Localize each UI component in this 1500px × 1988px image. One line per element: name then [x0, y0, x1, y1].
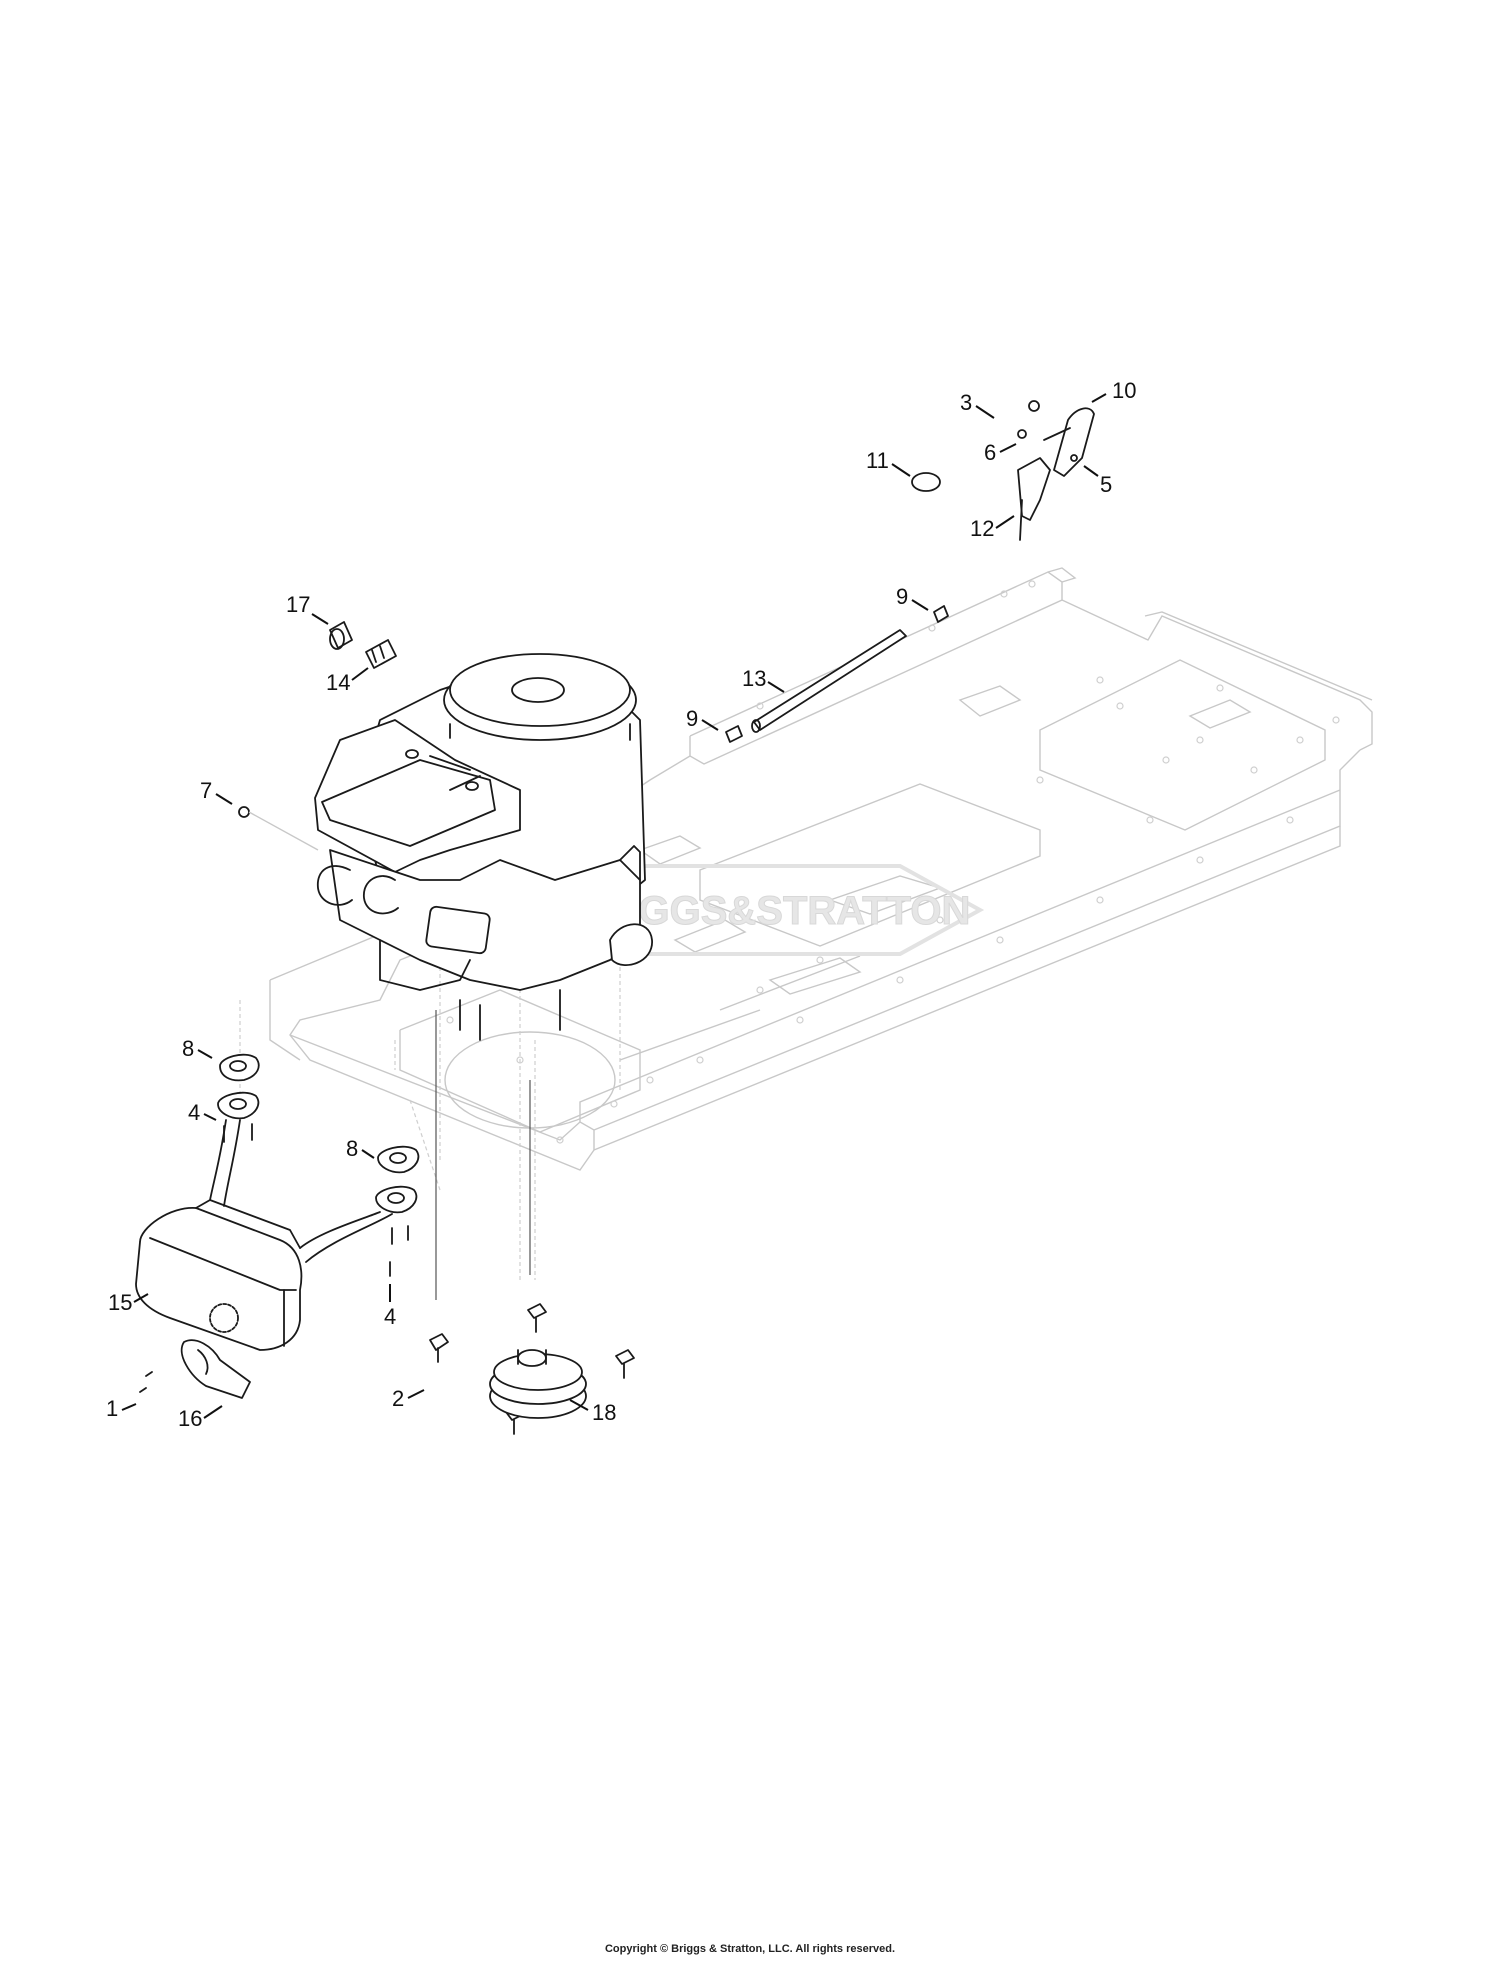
- mounting-axes: [239, 890, 621, 1300]
- callout-9a-label: 9: [686, 706, 698, 731]
- callout-18-label: 18: [592, 1400, 616, 1425]
- callout-2: 2: [392, 1386, 425, 1411]
- callout-17: 17: [286, 592, 329, 625]
- callout-12-label: 12: [970, 516, 994, 541]
- callout-4a-label: 4: [188, 1100, 200, 1125]
- callout-8a: 8: [182, 1036, 213, 1061]
- callout-9b: 9: [896, 584, 929, 611]
- callout-9a: 9: [686, 706, 719, 731]
- callout-15-label: 15: [108, 1290, 132, 1315]
- copyright-notice: Copyright © Briggs & Stratton, LLC. All …: [604, 1943, 896, 1955]
- callout-11-label: 11: [866, 448, 889, 473]
- callouts: 1 2 3 4 4 5 6 7: [106, 378, 1136, 1431]
- callout-8a-label: 8: [182, 1036, 194, 1061]
- callout-10-label: 10: [1112, 378, 1136, 403]
- callout-7: 7: [200, 778, 233, 805]
- small-parts: [238, 605, 949, 851]
- callout-1: 1: [106, 1396, 137, 1421]
- engine: [314, 653, 653, 1041]
- callout-17-label: 17: [286, 592, 310, 617]
- callout-8b: 8: [346, 1136, 375, 1161]
- callout-18: 18: [569, 1399, 616, 1425]
- callout-6: 6: [984, 440, 1017, 465]
- throttle-control: [911, 400, 1095, 541]
- callout-3: 3: [960, 390, 995, 419]
- callout-2-label: 2: [392, 1386, 404, 1411]
- callout-6-label: 6: [984, 440, 996, 465]
- callout-15: 15: [108, 1290, 149, 1315]
- callout-9b-label: 9: [896, 584, 908, 609]
- exhaust-system: [135, 1053, 420, 1399]
- callout-14-label: 14: [326, 670, 350, 695]
- callout-7-label: 7: [200, 778, 212, 803]
- callout-4b: 4: [384, 1284, 396, 1329]
- callout-10: 10: [1091, 378, 1136, 403]
- callout-3-label: 3: [960, 390, 972, 415]
- callout-14: 14: [326, 667, 369, 695]
- callout-5: 5: [1083, 465, 1112, 497]
- callout-13: 13: [742, 666, 785, 693]
- callout-13-label: 13: [742, 666, 766, 691]
- callout-4a: 4: [188, 1100, 217, 1125]
- callout-12: 12: [970, 515, 1015, 541]
- callout-4b-label: 4: [384, 1304, 396, 1329]
- callout-16-label: 16: [178, 1406, 202, 1431]
- callout-1-label: 1: [106, 1396, 118, 1421]
- pulley-and-bolts: [429, 1303, 635, 1435]
- callout-8b-label: 8: [346, 1136, 358, 1161]
- callout-5-label: 5: [1100, 472, 1112, 497]
- callout-11: 11: [866, 448, 911, 477]
- frame-chassis: [269, 567, 1373, 1171]
- callout-16: 16: [178, 1405, 223, 1431]
